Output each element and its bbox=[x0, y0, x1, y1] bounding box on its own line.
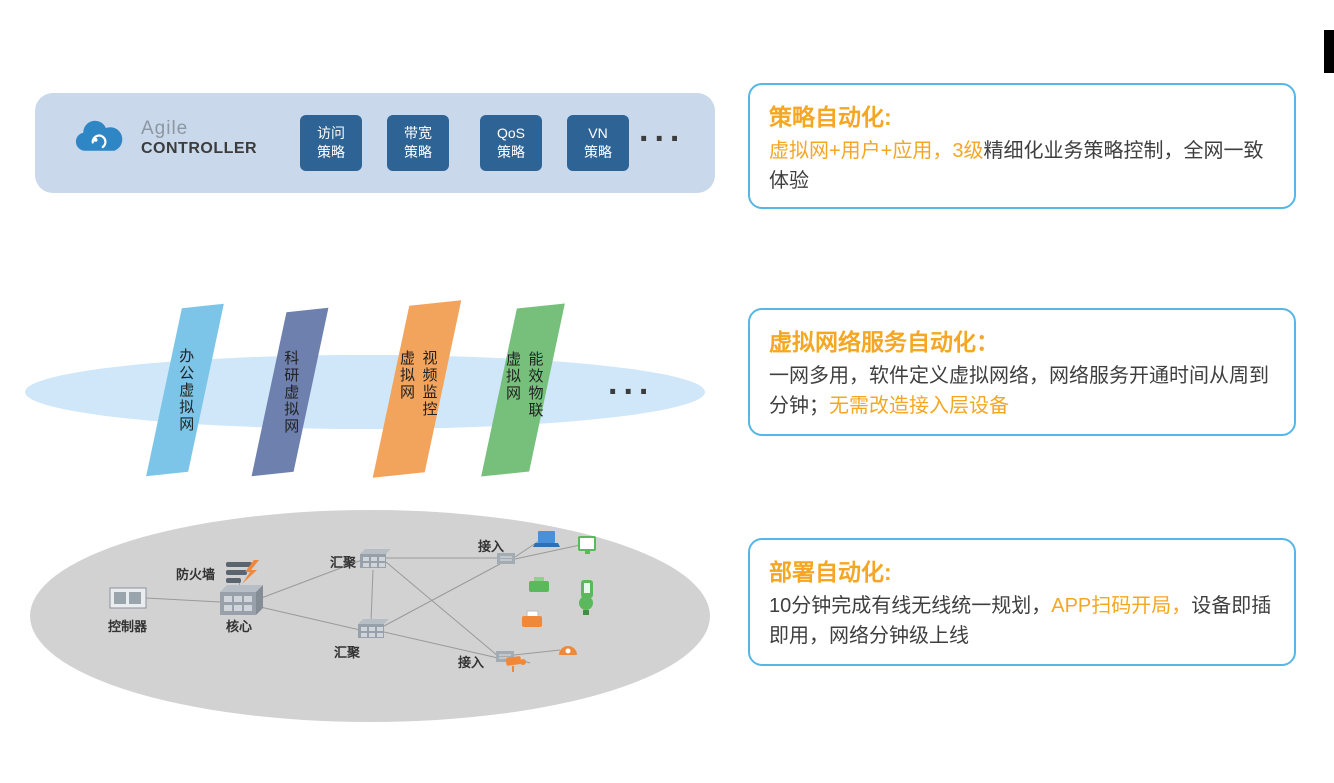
callout-vn-body: 一网多用，软件定义虚拟网络，网络服务开通时间从周到分钟；无需改造接入层设备 bbox=[769, 361, 1275, 421]
vnet-iot-labelwrap: 能效物联虚拟网 bbox=[499, 306, 547, 474]
vnet-video-surveillance: 视频监控虚拟网 bbox=[372, 300, 462, 478]
callout-deploy-seg3: 设备即插即用，网络分钟级上线 bbox=[769, 595, 1272, 647]
callout-deploy-seg1: 10分钟完成有线无线统一规划， bbox=[769, 595, 1052, 617]
monitor-icon bbox=[578, 536, 596, 554]
policy-ellipsis: ... bbox=[639, 111, 686, 149]
dome-camera-icon bbox=[559, 646, 577, 655]
vnet-research-labelwrap: 科研虚拟网 bbox=[269, 310, 311, 474]
core-switch-icon bbox=[220, 585, 263, 615]
policy-card-access: 访问 策略 bbox=[300, 115, 362, 171]
vnet-video-label: 视频监控虚拟网 bbox=[398, 350, 438, 418]
callout-deploy-seg2: APP扫码开局， bbox=[1051, 595, 1192, 617]
cctv-camera-icon bbox=[505, 656, 526, 672]
laptop-icon bbox=[533, 531, 560, 547]
callout-policy-body: 虚拟网+用户+应用，3级精细化业务策略控制，全网一致体验 bbox=[769, 136, 1275, 196]
vnet-office-labelwrap: 办公虚拟网 bbox=[164, 306, 206, 474]
policy-card-access-line2: 策略 bbox=[317, 144, 345, 160]
label-core: 核心 bbox=[226, 619, 253, 634]
physical-network-ellipse bbox=[30, 510, 710, 722]
brand-text: Agile CONTROLLER bbox=[141, 118, 257, 158]
cloud-icon bbox=[75, 120, 123, 151]
callout-policy-automation: 策略自动化: 虚拟网+用户+应用，3级精细化业务策略控制，全网一致体验 bbox=[748, 83, 1296, 209]
policy-card-qos-line1: QoS bbox=[496, 125, 525, 142]
callout-policy-seg1: 虚拟网+用户+应用，3级 bbox=[769, 140, 984, 162]
vnet-research: 科研虚拟网 bbox=[251, 307, 329, 477]
callout-deploy-title: 部署自动化: bbox=[769, 559, 892, 585]
callout-vn-service-automation: 虚拟网络服务自动化： 一网多用，软件定义虚拟网络，网络服务开通时间从周到分钟；无… bbox=[748, 308, 1296, 436]
virtual-network-ellipse bbox=[25, 355, 705, 429]
policy-card-qos-line2: 策略 bbox=[497, 144, 525, 160]
phone-icon bbox=[581, 580, 593, 598]
vnet-energy-iot: 能效物联虚拟网 bbox=[481, 303, 565, 477]
vnet-research-label: 科研虚拟网 bbox=[282, 349, 300, 435]
callout-policy-seg2: 精细化业务策略控制，全网一致体验 bbox=[769, 140, 1264, 192]
policy-card-qos: QoS 策略 bbox=[480, 115, 542, 171]
callout-deployment-automation: 部署自动化: 10分钟完成有线无线统一规划，APP扫码开局，设备即插即用，网络分… bbox=[748, 538, 1296, 666]
vnet-office-label: 办公虚拟网 bbox=[177, 347, 195, 433]
brand-bottom: CONTROLLER bbox=[141, 140, 258, 157]
controller-icon bbox=[109, 587, 147, 609]
aggregation-switch-bottom-icon bbox=[358, 619, 389, 638]
label-aggregation-top: 汇聚 bbox=[330, 555, 357, 570]
vnet-ellipsis: ... bbox=[608, 364, 655, 402]
label-firewall: 防火墙 bbox=[176, 567, 216, 582]
label-access-bottom: 接入 bbox=[458, 655, 485, 670]
label-access-top: 接入 bbox=[478, 539, 505, 554]
aggregation-switch-top-icon bbox=[360, 549, 391, 568]
vnet-office: 办公虚拟网 bbox=[146, 303, 224, 477]
lightbulb-icon bbox=[579, 596, 593, 615]
callout-vn-seg1: 一网多用，软件定义虚拟网络，网络服务开通时间从周到分钟； bbox=[769, 365, 1269, 417]
agile-controller-logo: Agile CONTROLLER bbox=[71, 117, 257, 159]
firewall-icon bbox=[226, 560, 259, 584]
policy-card-vn-line1: VN bbox=[588, 125, 608, 142]
policy-card-vn: VN 策略 bbox=[567, 115, 629, 171]
vnet-video-labelwrap: 视频监控虚拟网 bbox=[391, 303, 443, 475]
controller-banner: Agile CONTROLLER 访问 策略 带宽 策略 QoS 策略 VN 策… bbox=[35, 93, 715, 193]
callout-policy-title: 策略自动化: bbox=[769, 104, 892, 130]
callout-deploy-body: 10分钟完成有线无线统一规划，APP扫码开局，设备即插即用，网络分钟级上线 bbox=[769, 591, 1275, 651]
policy-card-bandwidth: 带宽 策略 bbox=[387, 115, 449, 171]
policy-card-bandwidth-line1: 带宽 bbox=[404, 125, 432, 142]
policy-card-vn-line2: 策略 bbox=[584, 144, 612, 160]
fax-icon bbox=[529, 577, 549, 592]
callout-vn-seg2: 无需改造接入层设备 bbox=[829, 395, 1009, 417]
network-topology bbox=[109, 531, 596, 672]
label-aggregation-bottom: 汇聚 bbox=[334, 645, 361, 660]
vnet-iot-label: 能效物联虚拟网 bbox=[504, 351, 544, 419]
topology-links bbox=[145, 540, 581, 664]
screen-edge-artifact bbox=[1324, 30, 1334, 73]
printer-icon bbox=[522, 610, 542, 627]
callout-vn-title: 虚拟网络服务自动化： bbox=[769, 329, 999, 355]
brand-top: Agile bbox=[141, 118, 189, 139]
policy-card-access-line1: 访问 bbox=[317, 125, 345, 142]
access-switch-top-icon bbox=[497, 553, 515, 564]
policy-card-bandwidth-line2: 策略 bbox=[404, 144, 432, 160]
label-controller: 控制器 bbox=[108, 619, 148, 634]
